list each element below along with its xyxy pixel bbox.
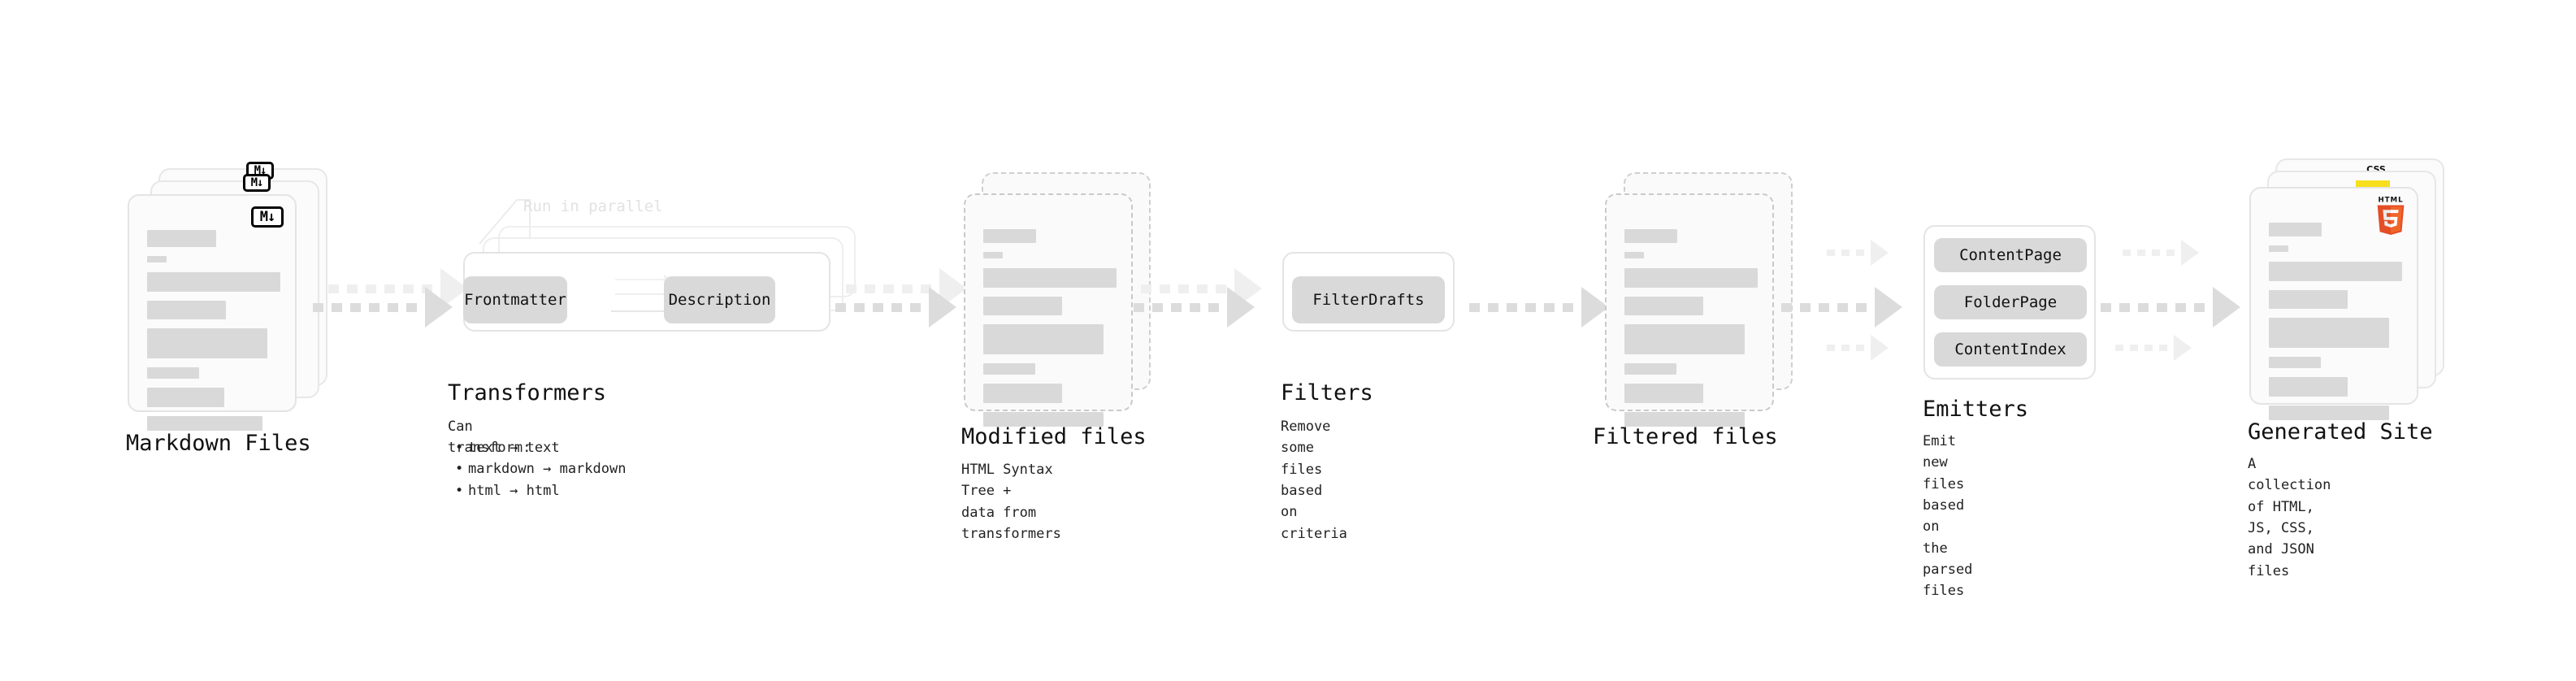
content-bar <box>147 328 267 358</box>
markdown-file-card: M↓ <box>128 194 297 431</box>
stage-title-generated-site: Generated Site <box>2248 419 2433 445</box>
stage-title-filtered-files: Filtered files <box>1593 424 1778 449</box>
dotted-arrow <box>2101 287 2240 327</box>
content-bar <box>147 367 199 379</box>
content-bar <box>2269 357 2321 368</box>
stage-title-filters: Filters <box>1281 380 1373 406</box>
content-bar <box>2269 245 2288 252</box>
stage-subtitle-modified-files: HTML Syntax Tree + data from transformer… <box>961 462 1061 543</box>
markdown-badge: M↓ <box>251 206 284 228</box>
content-bar <box>1624 229 1677 243</box>
content-bar <box>1624 384 1703 403</box>
dotted-arrow <box>1134 287 1255 327</box>
content-bar <box>1624 363 1676 375</box>
emitter-item-contentpage[interactable]: ContentPage <box>1934 238 2087 272</box>
emitter-item-contentindex[interactable]: ContentIndex <box>1934 332 2087 367</box>
content-bar <box>2269 262 2402 281</box>
dotted-arrow-ghost-bottom <box>2115 335 2192 361</box>
filtered-file-content <box>1624 229 1758 436</box>
content-bar <box>147 230 216 247</box>
html5-badge: HTML <box>2377 197 2405 236</box>
content-bar <box>1624 268 1758 288</box>
content-bar <box>1624 252 1644 258</box>
svg-text:HTML: HTML <box>2378 197 2403 205</box>
stage-title-emitters: Emitters <box>1923 397 2029 422</box>
content-bar <box>147 416 262 431</box>
content-bar <box>983 268 1117 288</box>
filter-item-filterdrafts[interactable]: FilterDrafts <box>1292 276 1445 323</box>
filtered-file-card <box>1605 193 1774 427</box>
run-in-parallel-bracket <box>479 199 531 245</box>
transform-link-arrow-ghost-back <box>615 275 673 284</box>
stage-title-modified-files: Modified files <box>961 424 1147 449</box>
dotted-arrow <box>1469 287 1609 327</box>
content-bar <box>983 324 1104 354</box>
emitter-item-folderpage[interactable]: FolderPage <box>1934 285 2087 319</box>
content-bar <box>147 272 280 292</box>
content-bar <box>983 252 1003 258</box>
content-bar <box>147 256 167 262</box>
stage-title-transformers: Transformers <box>448 380 607 406</box>
content-bar <box>2269 377 2348 397</box>
content-bar <box>983 384 1062 403</box>
stage-subtitle-filters: Remove some files based on criteria <box>1281 419 1347 542</box>
bullet-item: text → text <box>455 437 626 458</box>
transformer-item-frontmatter[interactable]: Frontmatter <box>463 276 567 323</box>
content-bar <box>983 297 1062 315</box>
modified-file-card <box>964 193 1133 427</box>
content-bar <box>1624 412 1745 427</box>
content-bar <box>1624 297 1703 315</box>
dotted-arrow-ghost-top <box>2123 240 2199 266</box>
content-bar <box>2269 223 2322 236</box>
site-file-content <box>2269 223 2402 429</box>
run-in-parallel-label: Run in parallel <box>523 197 663 215</box>
stage-subtitle-emitters: Emit new files based on the parsed files <box>1923 433 1973 600</box>
transformer-item-description[interactable]: Description <box>664 276 775 323</box>
markdown-file-content <box>147 230 280 440</box>
modified-file-content <box>983 229 1117 436</box>
content-bar <box>147 388 224 407</box>
content-bar <box>983 412 1104 427</box>
stage-title-markdown-files: Markdown Files <box>126 431 311 456</box>
dotted-arrow-ghost-top <box>1827 240 1889 266</box>
content-bar <box>2269 318 2389 348</box>
markdown-badge-mid: M↓ <box>243 174 271 192</box>
content-bar <box>2269 406 2389 420</box>
content-bar <box>2269 290 2348 309</box>
site-file-card: HTML <box>2249 187 2418 420</box>
content-bar <box>983 363 1035 375</box>
stage-subtitle-generated-site: A collection of HTML, JS, CSS, and JSON … <box>2248 456 2331 579</box>
transformers-bullet-list: text → text markdown → markdown html → h… <box>455 437 626 501</box>
content-bar <box>983 229 1036 243</box>
bullet-item: html → html <box>455 480 626 501</box>
dotted-arrow <box>313 287 453 327</box>
dotted-arrow <box>835 287 956 327</box>
dotted-arrow <box>1781 287 1902 327</box>
content-bar <box>147 301 226 319</box>
content-bar <box>1624 324 1745 354</box>
bullet-item: markdown → markdown <box>455 458 626 479</box>
dotted-arrow-ghost-bottom <box>1827 335 1889 361</box>
